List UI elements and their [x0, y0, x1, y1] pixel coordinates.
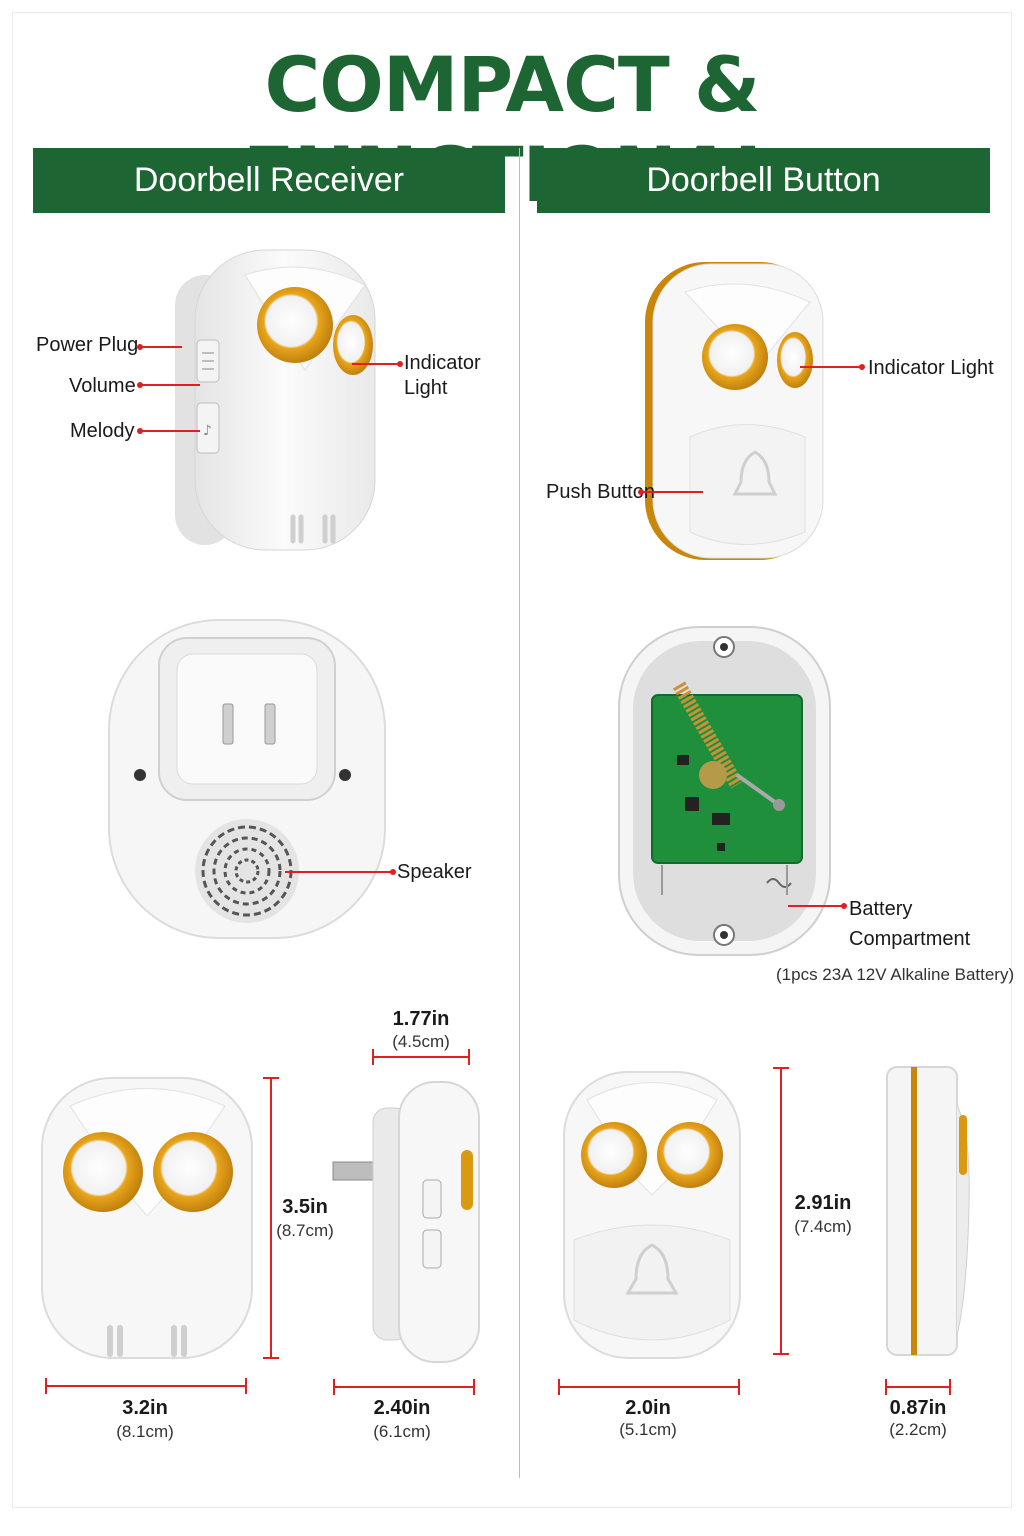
dim-button-height-in: 2.91in — [794, 1192, 852, 1214]
leader-dot — [859, 364, 865, 370]
leader-dot — [137, 428, 143, 434]
dim-line-receiver-height — [270, 1077, 272, 1359]
dim-receiver-width-in: 3.2in — [122, 1397, 168, 1419]
dim-tick — [263, 1357, 279, 1359]
dim-tick — [473, 1379, 475, 1395]
dim-tick — [263, 1077, 279, 1079]
dim-receiver-depth-cm: (4.5cm) — [392, 1032, 450, 1051]
dim-tick — [558, 1379, 560, 1395]
leader-battery — [788, 905, 844, 907]
dim-line-receiver-side-width — [333, 1386, 475, 1388]
leader-push-button — [641, 491, 703, 493]
label-power-plug: Power Plug — [36, 334, 139, 356]
page-frame — [12, 12, 1012, 1508]
section-header-receiver: Doorbell Receiver — [33, 148, 505, 213]
leader-power-plug — [140, 346, 182, 348]
leader-dot — [390, 869, 396, 875]
dim-receiver-height-in: 3.5in — [282, 1196, 328, 1218]
dim-receiver-width-cm: (8.1cm) — [116, 1422, 174, 1441]
leader-dot — [137, 382, 143, 388]
dim-tick — [885, 1379, 887, 1395]
label-receiver-indicator-2: Light — [404, 377, 448, 399]
column-divider — [519, 148, 520, 1478]
receiver-back-illustration — [108, 619, 386, 939]
label-push-button: Push Button — [546, 481, 655, 503]
label-battery-1: Battery — [849, 898, 913, 920]
button-front-illustration — [563, 1071, 741, 1359]
leader-dot — [137, 344, 143, 350]
svg-text:♪: ♪ — [203, 423, 212, 439]
leader-receiver-indicator — [352, 363, 400, 365]
dim-tick — [738, 1379, 740, 1395]
dim-button-width-in: 2.0in — [625, 1397, 671, 1419]
dim-tick — [245, 1378, 247, 1394]
leader-speaker — [285, 871, 393, 873]
dim-tick — [468, 1049, 470, 1065]
dim-tick — [333, 1379, 335, 1395]
dim-line-receiver-width — [45, 1385, 247, 1387]
leader-dot — [638, 489, 644, 495]
leader-button-indicator — [800, 366, 862, 368]
leader-dot — [841, 903, 847, 909]
button-side-illustration — [886, 1066, 970, 1356]
dim-line-receiver-depth — [372, 1056, 470, 1058]
receiver-side-illustration — [332, 1081, 480, 1363]
receiver-front-illustration — [41, 1077, 253, 1359]
dim-line-button-depth — [885, 1386, 951, 1388]
dim-tick — [949, 1379, 951, 1395]
label-melody: Melody — [70, 420, 135, 442]
dim-receiver-side-width-in: 2.40in — [373, 1397, 431, 1419]
label-button-indicator: Indicator Light — [868, 357, 994, 379]
dim-line-button-height — [780, 1067, 782, 1355]
label-volume: Volume — [69, 375, 136, 397]
dim-receiver-depth-in: 1.77in — [392, 1008, 450, 1030]
label-speaker: Speaker — [397, 861, 472, 883]
leader-volume — [140, 384, 200, 386]
dim-button-depth-in: 0.87in — [889, 1397, 947, 1419]
dim-receiver-height-cm: (8.7cm) — [276, 1221, 334, 1240]
label-battery-2: Compartment — [849, 928, 971, 950]
receiver-angled-illustration: ♪ — [175, 249, 376, 551]
leader-melody — [140, 430, 200, 432]
dim-tick — [372, 1049, 374, 1065]
dim-button-width-cm: (5.1cm) — [619, 1420, 677, 1439]
leader-dot — [397, 361, 403, 367]
dim-button-depth-cm: (2.2cm) — [889, 1420, 947, 1439]
dim-tick — [773, 1067, 789, 1069]
dim-tick — [773, 1353, 789, 1355]
dim-line-button-width — [558, 1386, 740, 1388]
dim-receiver-side-width-cm: (6.1cm) — [373, 1422, 431, 1441]
button-open-pcb-illustration — [618, 626, 831, 956]
button-angled-illustration — [645, 262, 824, 560]
section-header-button: Doorbell Button — [537, 148, 990, 213]
label-receiver-indicator-1: Indicator — [404, 352, 481, 374]
label-battery-note: (1pcs 23A 12V Alkaline Battery) — [776, 965, 1015, 984]
dim-button-height-cm: (7.4cm) — [794, 1217, 852, 1236]
dim-tick — [45, 1378, 47, 1394]
